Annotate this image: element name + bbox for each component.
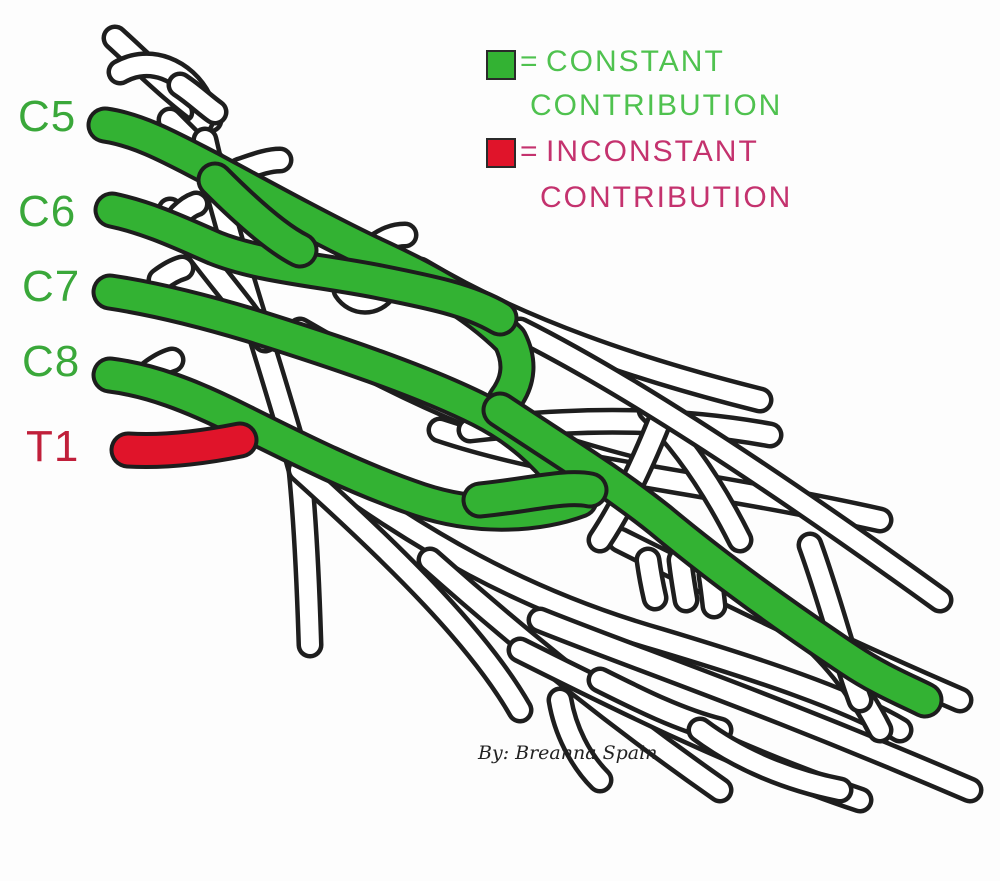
root-t1-red: [113, 425, 255, 466]
lower-branch-a: [291, 461, 529, 719]
c6-small-branch: [171, 195, 205, 224]
median-to-forearm: [801, 536, 869, 709]
root-c5-green: [90, 110, 532, 415]
root-label-c8: C8: [22, 337, 81, 386]
ulnar-nerve-white: [531, 611, 979, 799]
lower-trunk-join-green: [465, 474, 605, 515]
legend-constant-line2: CONTRIBUTION: [530, 89, 783, 122]
medial-cord-lower: [301, 451, 909, 739]
root-label-t1: T1: [26, 422, 80, 471]
root-label-c7: C7: [22, 262, 81, 311]
medial-cord-green: [485, 395, 940, 715]
musculocutaneous-white: [511, 321, 949, 609]
legend-swatch-inconstant: [486, 138, 516, 168]
legend-constant-line1: CONSTANT: [546, 45, 725, 78]
subscapular-branch-2: [671, 551, 695, 609]
subscapular-branch-1: [639, 551, 664, 607]
lower-fork-left: [551, 691, 609, 789]
deep-lower-loop: [691, 721, 849, 799]
upper-trunk-branch-fork: [171, 76, 224, 121]
upper-trunk-green: [200, 165, 315, 265]
legend-inconstant-line2: CONTRIBUTION: [540, 181, 793, 214]
legend-swatch-constant: [486, 50, 516, 80]
inconstant-contribution-pathway: [109, 421, 259, 470]
artist-credit: By: Breanna Spain: [478, 742, 658, 764]
root-label-c5: C5: [18, 92, 77, 141]
constant-contribution-pathway: [86, 106, 944, 719]
root-label-c6: C6: [18, 187, 77, 236]
legend-inconstant-symbol: =: [520, 135, 540, 168]
legend-inconstant-line1: INCONSTANT: [546, 135, 759, 168]
c7-small-branch: [151, 259, 191, 289]
legend-constant-symbol: =: [520, 45, 540, 78]
